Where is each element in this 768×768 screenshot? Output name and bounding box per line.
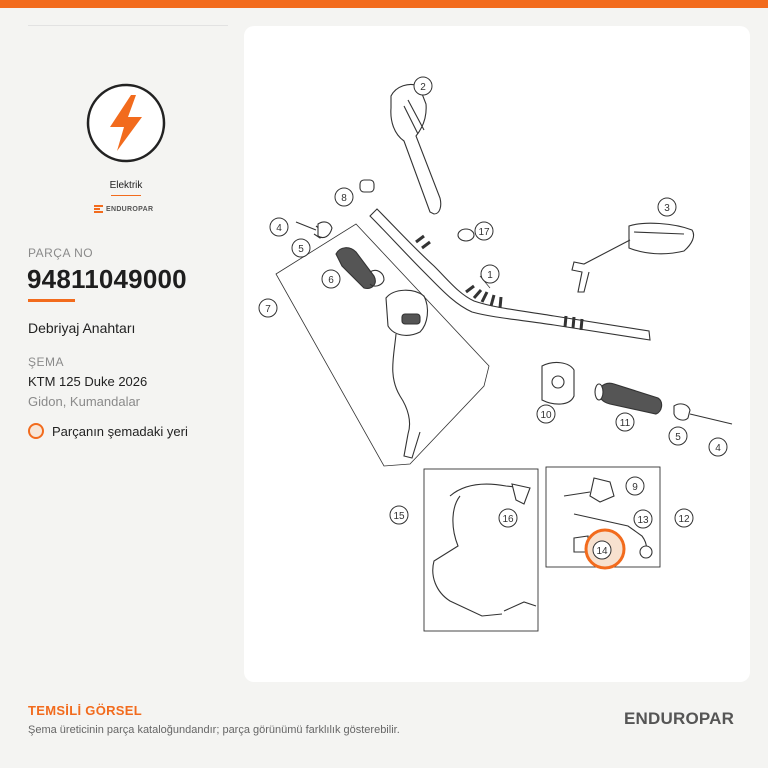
exploded-view-drawing: 1 2 3 4 5 6 7 8 9 10 11 12 13 14 15 16 1…	[258, 76, 733, 632]
divider	[28, 25, 228, 26]
highlight-marker-icon	[28, 423, 44, 439]
callout-4b[interactable]: 4	[708, 437, 728, 457]
part-number-underline	[28, 299, 75, 302]
callout-12[interactable]: 12	[674, 508, 694, 528]
callout-3[interactable]: 3	[657, 197, 677, 217]
callout-10[interactable]: 10	[536, 404, 556, 424]
callout-9[interactable]: 9	[625, 476, 645, 496]
svg-text:11: 11	[620, 418, 631, 429]
callout-1[interactable]: 1	[479, 264, 500, 289]
footer-title: TEMSİLİ GÖRSEL	[28, 703, 142, 718]
category-underline	[111, 195, 141, 196]
schema-model: KTM 125 Duke 2026	[28, 374, 148, 389]
callout-15[interactable]: 15	[389, 505, 409, 525]
svg-text:14: 14	[596, 546, 608, 557]
schema-section: Gidon, Kumandalar	[28, 394, 141, 409]
callout-17[interactable]: 17	[474, 221, 494, 241]
category-label: Elektrik	[109, 180, 143, 191]
callout-2[interactable]: 2	[413, 76, 433, 96]
part-name: Debriyaj Anahtarı	[28, 320, 136, 336]
callout-7[interactable]: 7	[258, 298, 278, 318]
svg-text:1: 1	[487, 270, 493, 281]
svg-text:6: 6	[328, 275, 334, 286]
svg-text:10: 10	[540, 410, 552, 421]
legend: Parçanın şemadaki yeri	[28, 423, 188, 439]
svg-text:7: 7	[265, 304, 271, 315]
svg-text:4: 4	[276, 223, 282, 234]
callout-5b[interactable]: 5	[668, 426, 688, 446]
callout-5[interactable]: 5	[291, 238, 311, 258]
legend-text: Parçanın şemadaki yeri	[52, 423, 188, 439]
svg-text:15: 15	[393, 511, 405, 522]
svg-text:5: 5	[298, 244, 304, 255]
callout-13[interactable]: 13	[633, 509, 653, 529]
top-accent-bar	[0, 0, 768, 8]
brand-mark-icon	[94, 205, 103, 213]
svg-text:16: 16	[502, 514, 514, 525]
callout-11[interactable]: 11	[615, 412, 635, 432]
callout-6[interactable]: 6	[321, 269, 341, 289]
svg-text:13: 13	[637, 515, 649, 526]
svg-text:8: 8	[341, 193, 347, 204]
parts-diagram: 1 2 3 4 5 6 7 8 9 10 11 12 13 14 15 16 1…	[244, 26, 750, 682]
svg-text:9: 9	[632, 482, 638, 493]
svg-text:17: 17	[478, 227, 490, 238]
schema-label: ŞEMA	[28, 355, 65, 369]
part-number-label: PARÇA NO	[28, 246, 94, 260]
callout-14-highlighted[interactable]: 14	[584, 528, 626, 570]
brand-small-text: ENDUROPAR	[106, 205, 154, 213]
footer-brand: ENDUROPAR	[624, 709, 735, 728]
svg-text:4: 4	[715, 443, 721, 454]
svg-text:12: 12	[678, 514, 690, 525]
footer-note: Şema üreticinin parça kataloğundandır; p…	[28, 724, 400, 736]
brand-logo-small: ENDUROPAR	[94, 205, 153, 213]
callout-16[interactable]: 16	[498, 508, 518, 528]
callout-4[interactable]: 4	[269, 217, 289, 237]
svg-text:3: 3	[664, 203, 670, 214]
lightning-bolt-icon	[86, 83, 166, 163]
svg-text:2: 2	[420, 82, 426, 93]
callout-8[interactable]: 8	[334, 187, 354, 207]
part-number: 94811049000	[27, 264, 187, 294]
svg-text:5: 5	[675, 432, 681, 443]
